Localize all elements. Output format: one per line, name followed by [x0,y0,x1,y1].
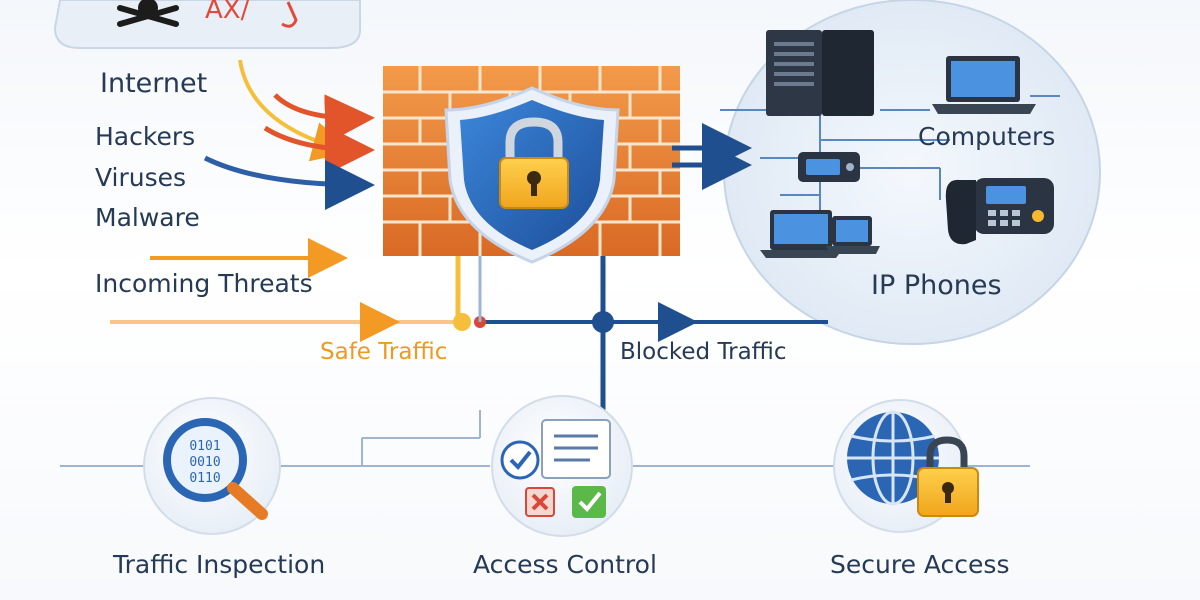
access-control-label: Access Control [473,550,657,579]
laptops-icon [760,210,880,258]
magnifier-binary-icon: 0101 0010 0110 [163,418,268,520]
secure-access-label: Secure Access [830,550,1010,579]
feature-connectors [60,410,1030,467]
computers-label: Computers [918,122,1056,151]
hackers-label: Hackers [95,122,196,151]
blocked-traffic-label: Blocked Traffic [620,339,787,365]
secure-access-feature [833,399,979,533]
laptop-icon [932,56,1036,114]
shield-lock-icon [444,86,620,264]
svg-text:0110: 0110 [189,471,220,486]
internal-network-bubble [720,0,1101,345]
svg-text:0101: 0101 [189,439,220,454]
globe-lock-icon [847,410,979,517]
incoming-threats-label: Incoming Threats [95,269,313,298]
ip-phone-icon [945,178,1054,245]
malware-label: Malware [95,203,200,232]
traffic-inspection-feature: 0101 0010 0110 [143,397,281,535]
incoming-threat-arrows [150,59,375,278]
svg-text:0010: 0010 [189,455,220,470]
warning-symbol-icon: AX/ [205,0,250,25]
hook-icon [281,1,298,28]
skull-crossbones-icon [117,0,179,27]
network-inbound-arrows [672,123,752,190]
traffic-inspection-label: Traffic Inspection [113,550,326,579]
checklist-icon [500,419,611,518]
access-control-feature [491,395,633,537]
router-icon [798,152,860,182]
viruses-label: Viruses [95,163,187,192]
safe-traffic-label: Safe Traffic [320,339,448,365]
internet-label: Internet [100,68,208,99]
internet-cloud: AX/ [53,0,361,49]
ip-phones-label: IP Phones [871,270,1002,301]
server-icon [766,30,874,116]
traffic-flow-lines [110,256,828,410]
